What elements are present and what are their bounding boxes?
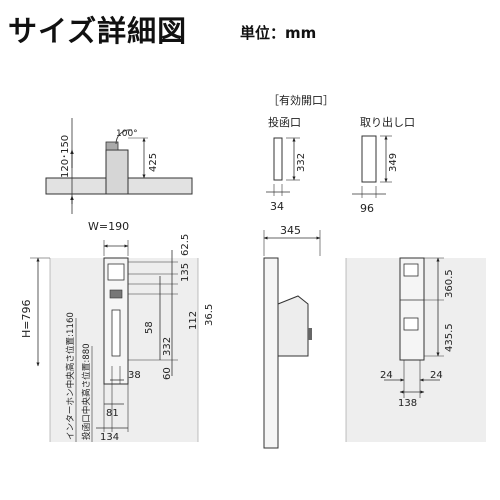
side-depth-label: 345 <box>280 224 301 237</box>
rear-dim-24-right: 24 <box>430 370 443 381</box>
front-dim-36-5: 36.5 <box>204 304 215 326</box>
front-width-label: W=190 <box>88 220 129 233</box>
unit-label: 単位：mm <box>240 24 317 42</box>
intercom-panel <box>107 263 125 281</box>
openings-group-label: ［有効開口］ <box>268 93 334 107</box>
takeout-label: 取り出し口 <box>360 115 415 129</box>
slot-width: 34 <box>270 200 284 213</box>
slot-rect <box>273 137 283 181</box>
slot-label: 投函口 <box>268 115 301 129</box>
rear-dim-138: 138 <box>398 398 417 409</box>
post-cap <box>105 141 119 151</box>
rear-dim-360-5: 360.5 <box>444 269 455 298</box>
angle-arc <box>115 129 133 145</box>
openings-group: ［有効開口］ 投函口 取り出し口 332 34 349 96 <box>266 93 415 215</box>
slot-opening <box>109 289 123 299</box>
takeout-width: 96 <box>360 202 374 215</box>
intercom-height-label: インターホン中央高さ位置:1160 <box>64 312 76 440</box>
page-title: サイズ詳細図 <box>8 14 188 48</box>
front-view: W=190 H=796 62.5 135 36.5 112 58 332 60 … <box>20 220 215 443</box>
slot-height: 332 <box>296 153 307 172</box>
takeout-rect <box>361 135 377 183</box>
rear-intercom <box>403 263 419 277</box>
right-dim-label: 425 <box>148 153 159 172</box>
rear-dim-24-left: 24 <box>380 370 393 381</box>
post-top <box>105 149 129 195</box>
front-dim-62-5: 62.5 <box>180 234 191 256</box>
front-dim-112: 112 <box>188 311 199 330</box>
side-view: 345 <box>263 224 321 449</box>
side-post <box>263 257 279 449</box>
rear-view: 360.5 435.5 24 24 138 <box>345 257 486 442</box>
side-box <box>277 295 309 357</box>
front-dim-60: 60 <box>162 367 173 380</box>
angle-label: 100° <box>116 129 138 139</box>
front-dim-332: 332 <box>162 337 173 356</box>
front-dim-135: 135 <box>180 263 191 282</box>
front-dim-38: 38 <box>128 370 141 381</box>
front-height-label: H=796 <box>20 300 33 338</box>
side-handle <box>308 328 312 340</box>
front-dim-134: 134 <box>100 432 119 443</box>
rear-lock <box>403 317 419 331</box>
rear-dim-435-5: 435.5 <box>444 323 455 352</box>
top-detail: 100° 120･150 425 <box>45 118 193 214</box>
takeout-height: 349 <box>388 153 399 172</box>
front-dim-58: 58 <box>144 321 155 334</box>
left-dim-label: 120･150 <box>60 135 71 178</box>
takeout-door <box>111 309 121 357</box>
slot-height-label: 投函口中央高さ位置:880 <box>80 343 92 440</box>
front-dim-81: 81 <box>106 408 119 419</box>
